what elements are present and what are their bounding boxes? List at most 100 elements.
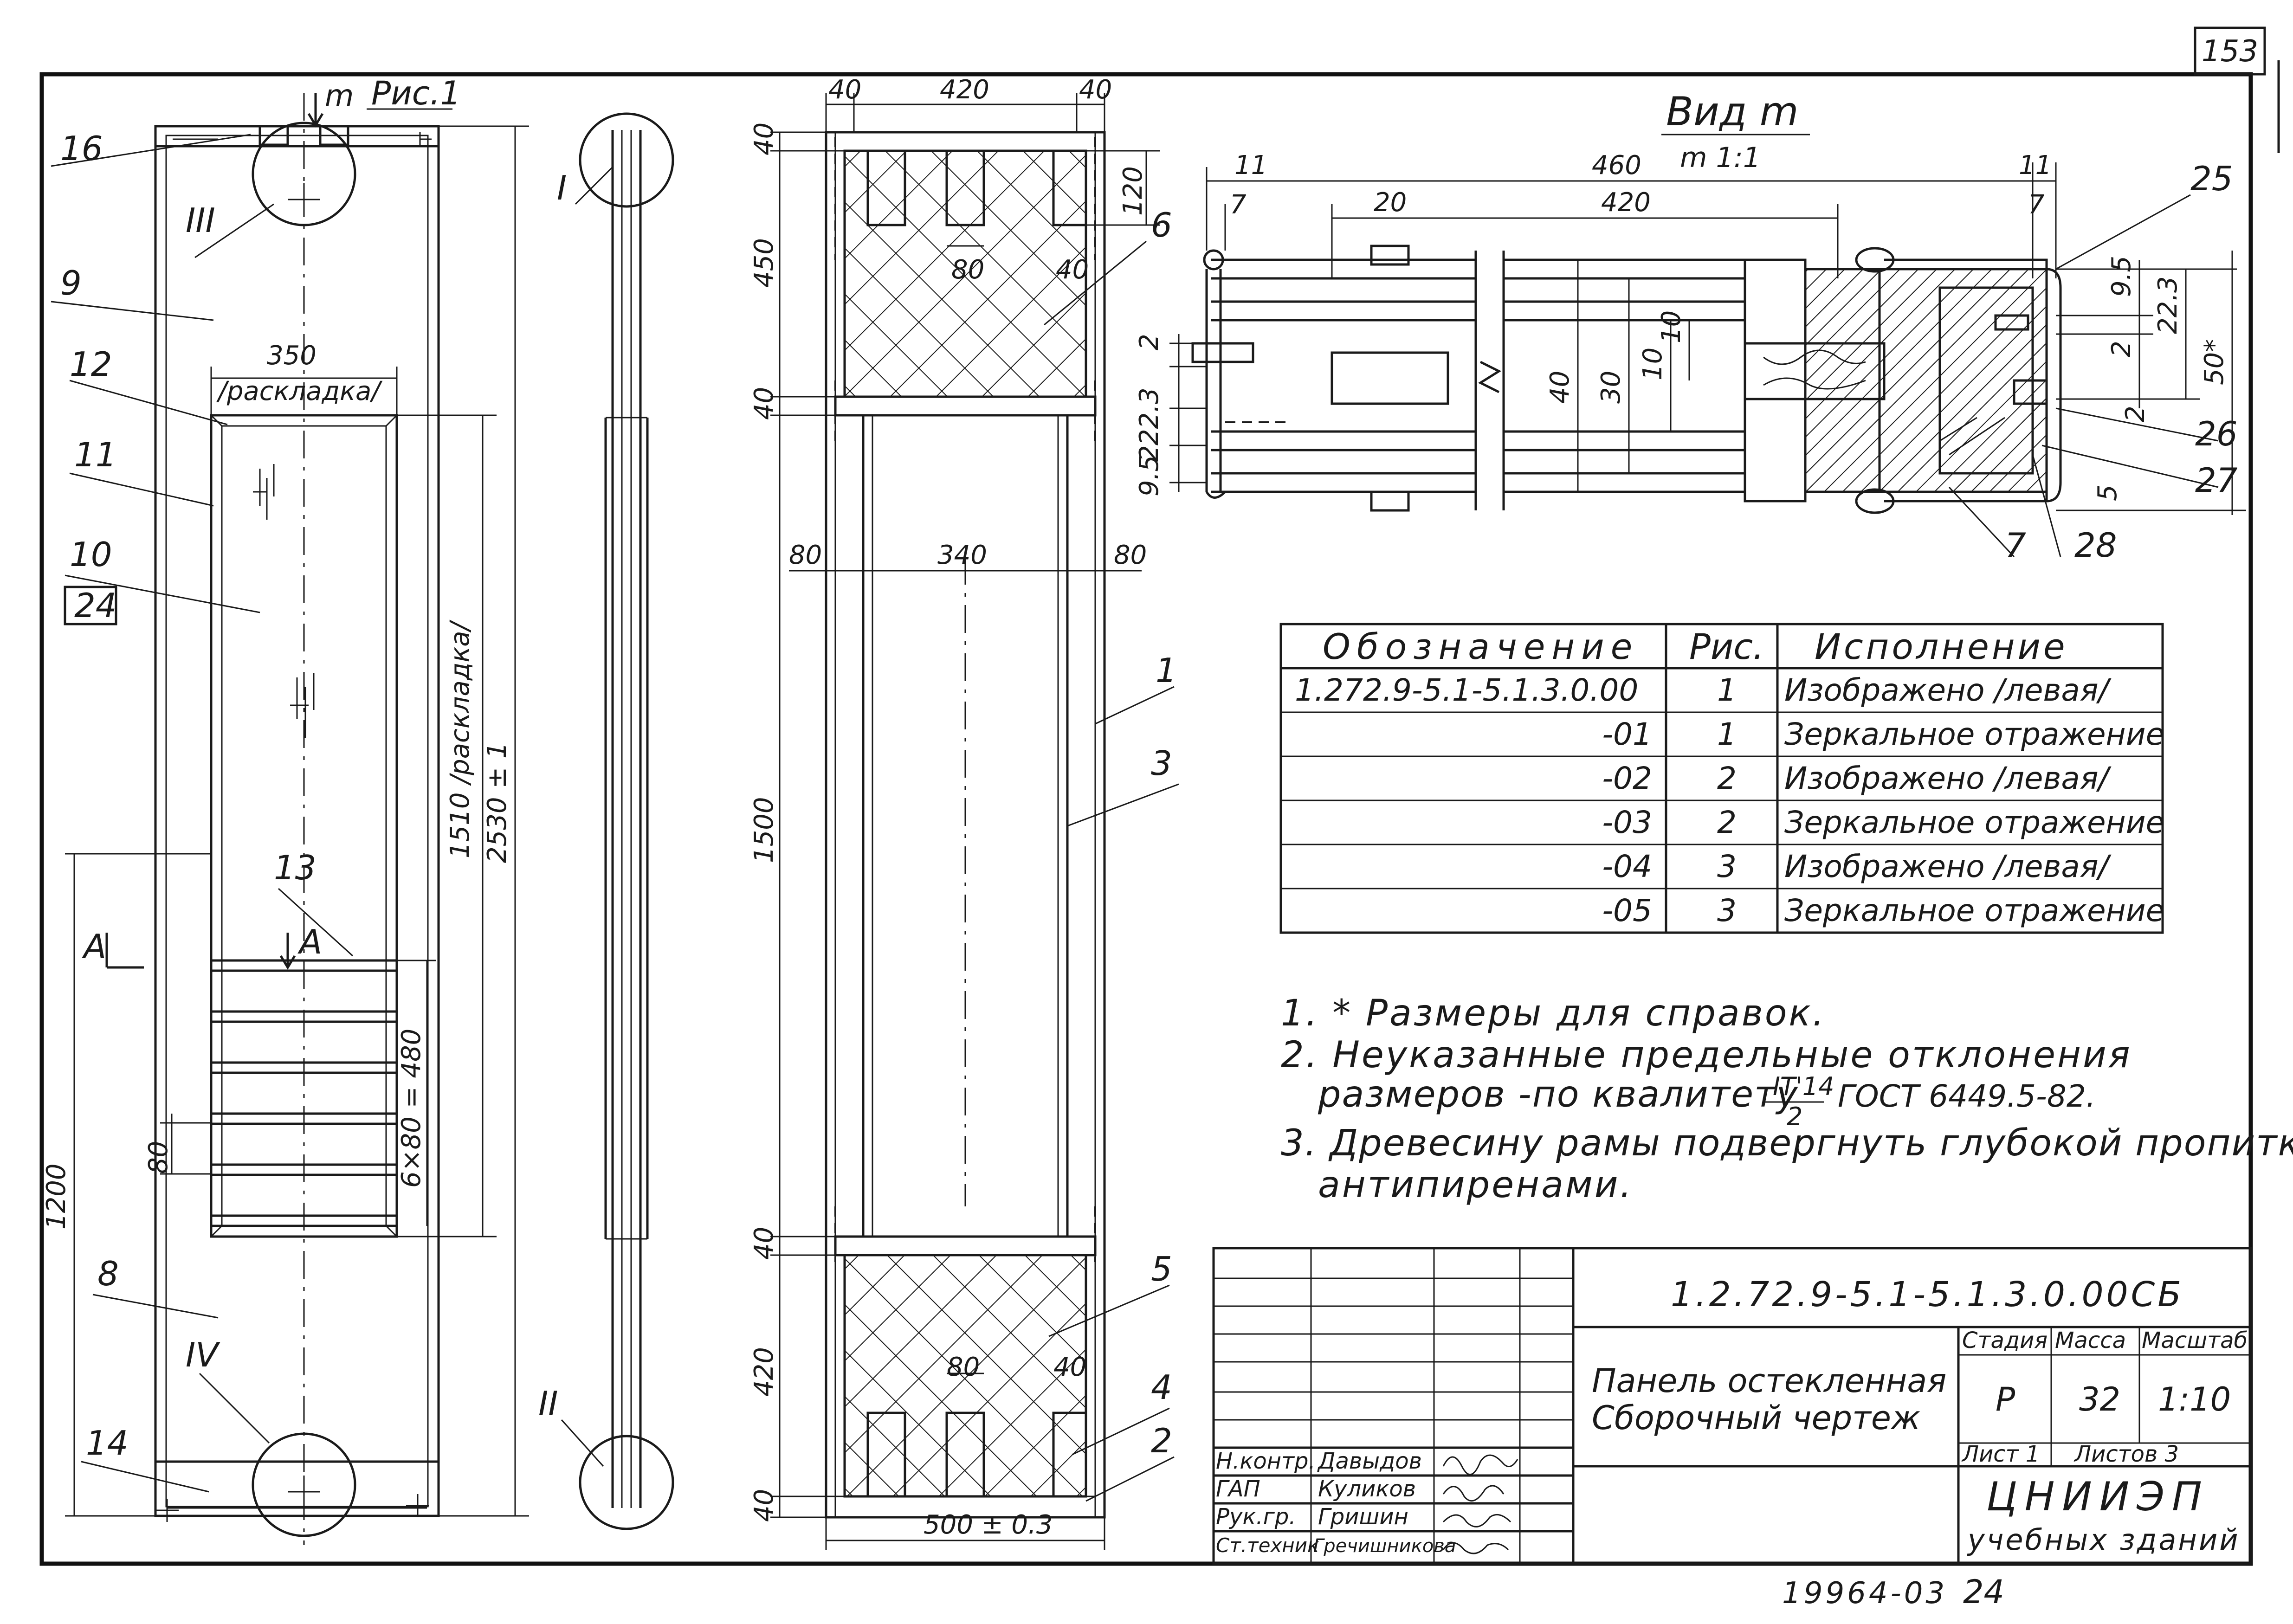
callout-14: 14 bbox=[86, 1424, 129, 1463]
spec-row-6-fig: 3 bbox=[1717, 893, 1737, 928]
callout-1: 1 bbox=[1156, 651, 1177, 690]
dim-slot-top-gap: 40 bbox=[1056, 255, 1089, 285]
name-1: Давыдов bbox=[1317, 1448, 1422, 1474]
note-2c: ГОСТ 6449.5-82. bbox=[1838, 1078, 2096, 1114]
dim-left-1: 40 bbox=[749, 122, 779, 155]
dim-r-9-5: 9.5 bbox=[2106, 256, 2137, 297]
sheet-label: Лист 1 bbox=[1961, 1441, 2040, 1467]
callout-11: 11 bbox=[74, 435, 117, 474]
dim-inner-420: 420 bbox=[1601, 187, 1651, 218]
dim-left-20: 20 bbox=[1374, 187, 1407, 218]
spec-row-3-fig: 2 bbox=[1717, 760, 1737, 796]
view-m-mark: m bbox=[325, 79, 354, 113]
detail-circle-i bbox=[579, 112, 674, 208]
dim-left-7: 7 bbox=[1230, 190, 1247, 220]
dim-top-middle: 420 bbox=[940, 75, 989, 105]
sheets-label: Листов 3 bbox=[2073, 1441, 2179, 1467]
callout-28: 28 bbox=[2074, 526, 2117, 565]
view-m-scale: m 1:1 bbox=[1680, 142, 1761, 174]
name-3: Гришин bbox=[1318, 1504, 1408, 1530]
detail-mark-iii: III bbox=[186, 201, 215, 240]
callout-3: 3 bbox=[1151, 744, 1172, 783]
callout-12: 12 bbox=[70, 345, 112, 384]
dim-total-height: 2530 ± 1 bbox=[482, 742, 512, 863]
spec-row-4-fig: 2 bbox=[1717, 805, 1737, 840]
dim-inner-right: 80 bbox=[1114, 540, 1147, 570]
note-3b: антипиренами. bbox=[1318, 1164, 1633, 1206]
spec-row-3-version: Изображено /левая/ bbox=[1784, 760, 2112, 796]
frame-dims-inner: 80 340 80 bbox=[789, 540, 1147, 585]
stage-value: Р bbox=[1996, 1380, 2015, 1418]
document-code: 1.2.72.9-5.1-5.1.3.0.00СБ bbox=[1671, 1275, 2184, 1315]
fig1-dimensions: 350 /раскладка/ 1510 /раскладка/ 2530 ± … bbox=[41, 125, 529, 1517]
name-4: Гречишникова bbox=[1313, 1535, 1456, 1557]
stage-label: Стадия bbox=[1962, 1328, 2048, 1353]
dim-inner-middle: 340 bbox=[937, 540, 987, 570]
frame-dims-top: 40 420 40 bbox=[825, 75, 1112, 132]
detail-mark-i: I bbox=[557, 168, 567, 207]
callout-27: 27 bbox=[2195, 461, 2238, 500]
name-2: Куликов bbox=[1318, 1476, 1416, 1502]
spec-row-5-version: Изображено /левая/ bbox=[1784, 849, 2112, 884]
org-name-2: учебных зданий bbox=[1967, 1523, 2240, 1557]
spec-row-2-version: Зеркальное отражение bbox=[1784, 716, 2164, 752]
note-2b: размеров -по квалитету bbox=[1318, 1074, 1799, 1115]
dim-left-7: 40 bbox=[749, 1489, 779, 1522]
mass-label: Масса bbox=[2055, 1328, 2126, 1353]
dim-left-5: 40 bbox=[749, 1227, 779, 1260]
dim-r-2: 2 bbox=[2106, 341, 2137, 357]
dim-overall-460: 460 bbox=[1592, 150, 1641, 180]
note-2-denominator: 2 bbox=[1787, 1102, 1802, 1131]
detail-circle-iv bbox=[252, 1432, 356, 1537]
sheet-border bbox=[39, 72, 2253, 1566]
note-2-numerator: IT'14 bbox=[1773, 1072, 1834, 1101]
dim-top-right: 40 bbox=[1079, 75, 1112, 105]
title-block: Н.контр. Давыдов ГАП Куликов Рук.гр. Гри… bbox=[1212, 1247, 2252, 1565]
dim-slat-step: 80 bbox=[143, 1141, 174, 1174]
dim-right-11: 11 bbox=[2019, 150, 2052, 180]
dim-v-9-5: 9.5 bbox=[1134, 455, 1164, 496]
dim-top-left: 40 bbox=[828, 75, 861, 105]
callout-10: 10 bbox=[70, 535, 112, 574]
detail-circle-iii bbox=[252, 122, 356, 226]
dim-left-11: 11 bbox=[1234, 150, 1267, 180]
dim-glass-width: 350 bbox=[267, 341, 316, 371]
detail-circle-ii bbox=[579, 1435, 674, 1530]
scale-label: Масштаб bbox=[2142, 1328, 2248, 1353]
spec-header-version: Исполнение bbox=[1815, 626, 2068, 667]
dim-h-40: 40 bbox=[1545, 371, 1575, 404]
spec-table: Обозначение Рис. Исполнение 1.272.9-5.1-… bbox=[1279, 623, 2164, 934]
dim-v-2: 2 bbox=[1134, 334, 1164, 350]
spec-row-6-version: Зеркальное отражение bbox=[1784, 893, 2164, 928]
frame-dims-left: 40 450 40 1500 40 420 40 bbox=[749, 122, 835, 1522]
dim-left-4: 1500 bbox=[749, 797, 779, 863]
dim-left-3: 40 bbox=[749, 387, 779, 420]
view-m-title: Вид m bbox=[1666, 89, 1798, 135]
spec-row-5-designation: -04 bbox=[1602, 849, 1652, 884]
dim-slot-bottom-gap: 40 bbox=[1053, 1352, 1086, 1382]
dim-right-7: 7 bbox=[2028, 190, 2045, 220]
mass-value: 32 bbox=[2079, 1380, 2120, 1418]
dim-right-top: 120 bbox=[1118, 166, 1148, 216]
page-number: 153 bbox=[2202, 34, 2258, 69]
dim-r-2b: 2 bbox=[2120, 406, 2151, 422]
dim-v-2b: 2 bbox=[1134, 445, 1164, 462]
callout-24: 24 bbox=[74, 586, 117, 625]
fig1-callouts: 16 9 12 11 10 24 8 14 13 III IV bbox=[51, 129, 354, 1493]
view-m-section: Вид m m 1:1 460 420 20 11 7 11 7 2 22.3 … bbox=[1134, 89, 2246, 565]
spec-row-1-version: Изображено /левая/ bbox=[1784, 672, 2112, 708]
panel-outline bbox=[154, 125, 440, 1517]
signatures bbox=[1442, 1454, 1518, 1554]
callout-9: 9 bbox=[60, 264, 82, 303]
role-4: Ст.техник bbox=[1216, 1534, 1319, 1557]
dim-h-30: 30 bbox=[1596, 371, 1626, 404]
dim-left-6: 420 bbox=[749, 1347, 779, 1397]
note-3a: 3. Древесину рамы подвергнуть глубокой п… bbox=[1281, 1122, 2293, 1164]
fig1-front-view: m Рис.1 16 9 12 11 10 24 8 14 13 III bbox=[41, 74, 529, 1545]
dim-lower-height: 1200 bbox=[41, 1163, 71, 1230]
dim-r-50: 50* bbox=[2199, 339, 2229, 385]
spec-row-2-fig: 1 bbox=[1717, 716, 1737, 752]
spec-row-4-version: Зеркальное отражение bbox=[1784, 805, 2164, 840]
dim-inner-left: 80 bbox=[789, 540, 822, 570]
frame-callouts: 6 1 3 5 4 2 bbox=[1044, 206, 1179, 1502]
